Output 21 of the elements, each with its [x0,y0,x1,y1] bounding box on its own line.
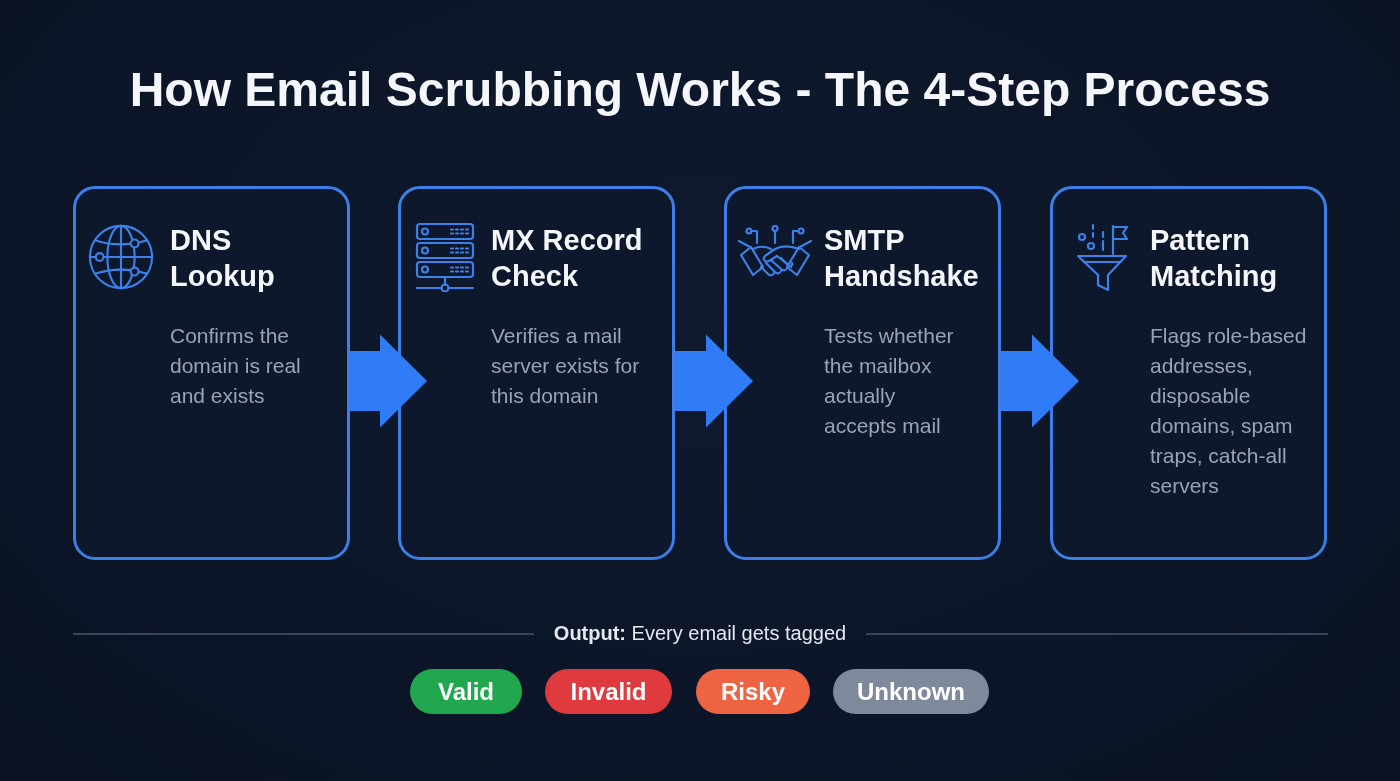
step-description: Flags role-based addresses, disposable domains, spam traps, catch-all servers [1150,323,1308,499]
block-arrow [350,334,427,428]
step-card [73,186,350,560]
step-card [398,186,675,560]
diagram-title: How Email Scrubbing Works - The 4-Step Process [129,62,1271,118]
output-caption: Output: Every email gets tagged [553,621,847,645]
step-description: Confirms the domain is real and exists [170,323,302,409]
status-tag: Risky [696,669,810,714]
step-title: SMTP Handshake [824,223,980,294]
step-title: Pattern Matching [1150,223,1279,294]
status-tag: Valid [410,669,522,714]
step-title: DNS Lookup [170,223,276,294]
step-title: MX Record Check [491,223,644,294]
step-card [1050,186,1327,560]
step-description: Verifies a mail server exists for this domain [491,323,641,409]
block-arrow [675,334,753,428]
block-arrow [1001,334,1079,428]
step-card [724,186,1001,560]
status-tag: Invalid [545,669,672,714]
step-description: Tests whether the mailbox actually accepts mail [824,323,955,439]
status-tag: Unknown [833,669,989,714]
